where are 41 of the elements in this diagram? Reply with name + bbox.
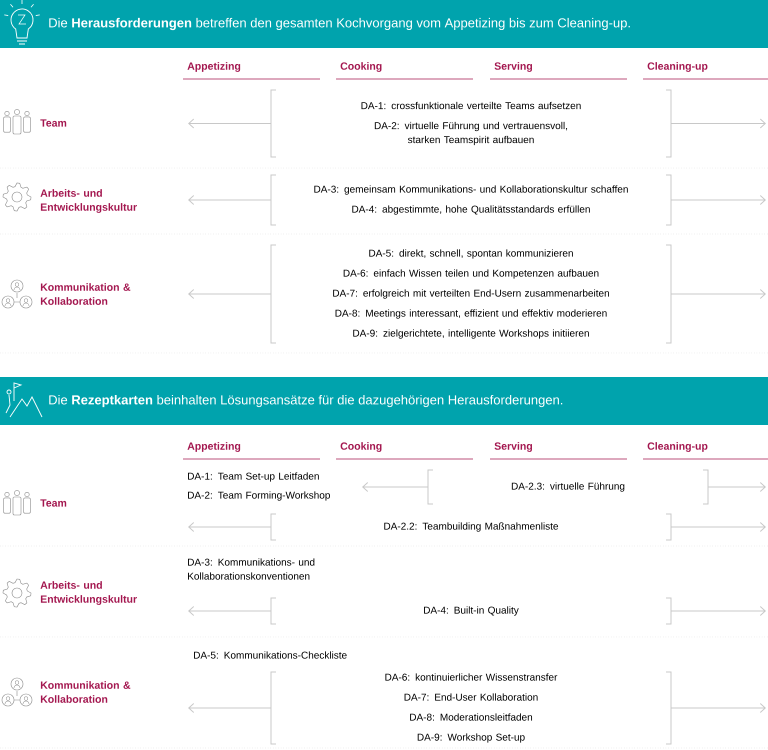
phase-header: Cooking: [336, 442, 474, 460]
row-label: Arbeits- und Entwicklungskultur: [40, 581, 137, 605]
bracket-group: DA-1: crossfunktionale verteilte Teams aufsetzen DA-2: virtuelle Führung und vertrauensvoll, starken Teamspirit aufbauen: [270, 90, 672, 158]
row-label: Team: [40, 119, 66, 127]
arrow: [670, 606, 766, 616]
arrow: [188, 118, 272, 128]
bracket-group: DA-3: gemeinsam Kommunikations- und Kollaborationskultur schaffen DA-4: abgestimmte, hohe Qualitätsstandards erfüllen: [270, 174, 672, 226]
phase-header: Cooking: [336, 62, 474, 80]
row-label: Kommunikation & Kollaboration: [40, 283, 130, 305]
phase-header: Appetizing: [182, 62, 320, 80]
row-label: Team: [40, 499, 66, 507]
bracket-group: DA-5: direkt, schnell, spontan kommunizieren DA-6: einfach Wissen teilen und Kompetenzen aufbauen DA-7: erfolgreich mit verteilten End-Usern zusammenarbeiten DA-8: Meetings interessant, effizient und effektiv moderieren DA-9: zielgerichtete, intelligente Workshops initiieren: [270, 244, 672, 344]
arrow: [670, 703, 766, 713]
solution-text: DA-3: Kommunikations- und Kollaborationskonventionen: [188, 558, 314, 580]
bracket-group: DA-6: kontinuierlicher Wissenstransfer DA-7: End-User Kollaboration DA-8: Moderationsleitfaden DA-9: Workshop Set-up: [270, 672, 672, 744]
arrow: [670, 522, 766, 532]
arrow: [188, 703, 272, 713]
arrow: [670, 118, 766, 128]
row-label: Arbeits- und Entwicklungskultur: [40, 189, 137, 213]
arrow: [188, 195, 272, 205]
arrow: [188, 522, 272, 532]
banner: Die Herausforderungen betreffen den gesamten Kochvorgang vom Appetizing bis zum Cleaning-up.: [0, 0, 768, 48]
phase-header: Serving: [490, 442, 628, 460]
phase-header: Serving: [490, 62, 628, 80]
arrow: [708, 482, 766, 492]
arrow: [188, 606, 272, 616]
bracket-group: DA-4: Built-in Quality: [270, 598, 672, 624]
phase-header: Cleaning-up: [642, 62, 768, 80]
bracket-group: DA-2.3: virtuelle Führung: [428, 470, 708, 504]
arrow: [670, 195, 766, 205]
phase-header: Appetizing: [182, 442, 320, 460]
row-label: Kommunikation & Kollaboration: [40, 681, 130, 703]
banner: Die Rezeptkarten beinhalten Lösungsansätze für die dazugehörigen Herausforderungen.: [0, 377, 768, 425]
arrow: [670, 289, 766, 299]
arrow: [362, 482, 428, 492]
solution-text: DA-2: Team Forming-Workshop: [188, 491, 330, 501]
solution-text: DA-5: Kommunikations-Checkliste: [194, 651, 347, 659]
solution-text: DA-1: Team Set-up Leitfaden: [188, 472, 319, 482]
arrow: [188, 289, 272, 299]
phase-header: Cleaning-up: [642, 442, 768, 460]
bracket-group: DA-2.2: Teambuilding Maßnahmenliste: [270, 514, 672, 540]
